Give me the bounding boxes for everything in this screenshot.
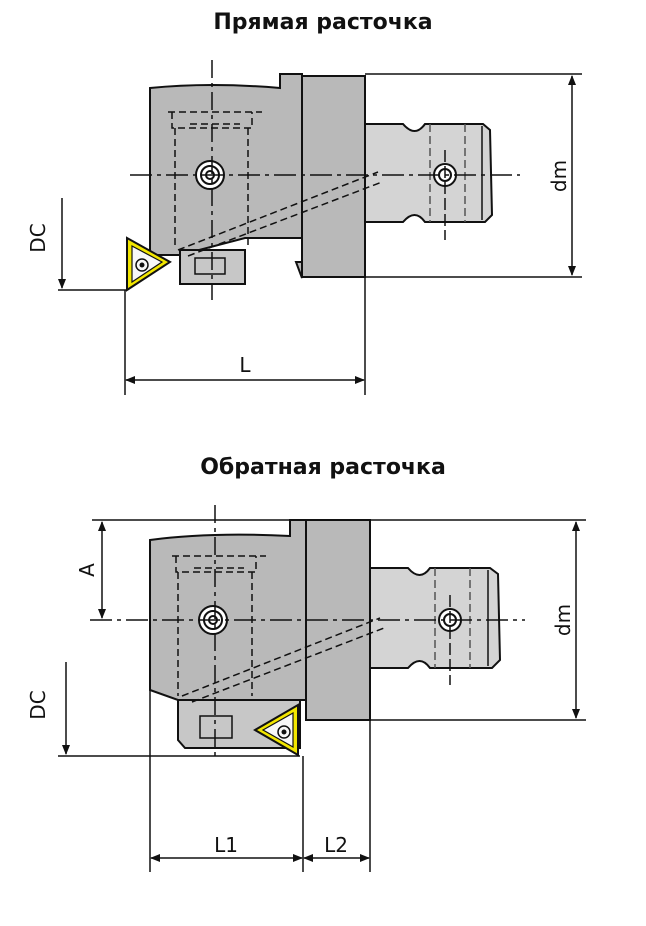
cutter-head-body-2 bbox=[149, 519, 307, 701]
l-label: L bbox=[239, 353, 251, 377]
dm-label: dm bbox=[547, 160, 571, 192]
cutter-head-body bbox=[149, 73, 303, 279]
back-boring-title: Обратная расточка bbox=[200, 455, 446, 480]
dc-label-2: DC bbox=[26, 690, 50, 719]
l2-label: L2 bbox=[324, 833, 348, 857]
shank bbox=[364, 123, 494, 223]
back-boring-diagram: A DC L1 L2 dm bbox=[26, 505, 586, 872]
forward-boring-title: Прямая расточка bbox=[213, 10, 433, 35]
dc-label: DC bbox=[26, 223, 50, 252]
a-label: A bbox=[75, 563, 99, 577]
forward-boring-diagram: DC L dm bbox=[26, 60, 582, 395]
shank-flange bbox=[301, 75, 366, 278]
dm-label-2: dm bbox=[551, 604, 575, 636]
l1-label: L1 bbox=[214, 833, 238, 857]
